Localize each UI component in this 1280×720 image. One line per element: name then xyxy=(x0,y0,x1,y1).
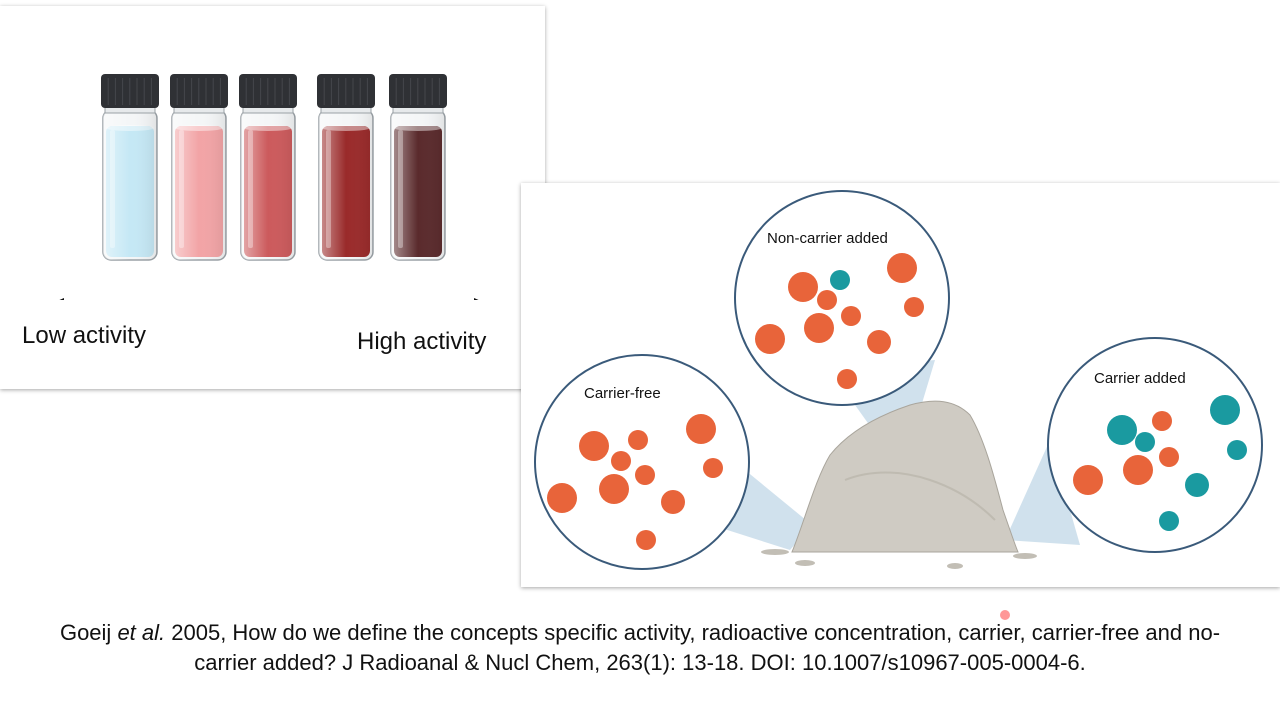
citation-authors: Goeij xyxy=(59,620,118,645)
radionuclide-particle xyxy=(837,369,857,389)
carrier-particle xyxy=(1159,511,1179,531)
vial-4 xyxy=(317,74,375,261)
radionuclide-particle xyxy=(841,306,861,326)
arrow-left xyxy=(59,298,64,300)
low-activity-label: Low activity xyxy=(22,322,147,349)
radionuclide-particle xyxy=(636,530,656,550)
high-activity-label: High activity xyxy=(357,328,487,355)
carrier-particle xyxy=(1135,432,1155,452)
vial-1 xyxy=(101,74,159,261)
beam-carrier-added xyxy=(1005,440,1080,545)
radionuclide-particle xyxy=(887,253,917,283)
radionuclide-particle xyxy=(628,430,648,450)
citation-text: Goeij et al. 2005, How do we define the … xyxy=(40,618,1240,678)
radionuclide-particle xyxy=(1073,465,1103,495)
radionuclide-particle xyxy=(755,324,785,354)
radionuclide-particle xyxy=(661,490,685,514)
citation-body: 2005, How do we define the concepts spec… xyxy=(165,620,1221,675)
radionuclide-particle xyxy=(817,290,837,310)
radionuclide-particle xyxy=(703,458,723,478)
radionuclide-particle xyxy=(904,297,924,317)
magnifier-carrier-added xyxy=(1047,337,1263,553)
carrier-particle xyxy=(830,270,850,290)
magnifier-non-carrier-added xyxy=(734,190,950,406)
pointer-cursor-icon xyxy=(1000,610,1010,620)
carrier-particle xyxy=(1107,415,1137,445)
carrier-particle xyxy=(1210,395,1240,425)
beam-carrier-free xyxy=(696,470,812,550)
carrier-added-title: Carrier added xyxy=(1094,370,1186,387)
vial-5 xyxy=(389,74,447,261)
vial-2 xyxy=(170,74,228,261)
radionuclide-particle xyxy=(599,474,629,504)
radionuclide-particle xyxy=(686,414,716,444)
carrier-particle xyxy=(1227,440,1247,460)
radionuclide-particle xyxy=(547,483,577,513)
rock-sample xyxy=(791,400,1019,553)
radionuclide-particle xyxy=(1159,447,1179,467)
citation-etal: et al. xyxy=(117,620,166,645)
radionuclide-particle xyxy=(635,465,655,485)
magnifier-carrier-free xyxy=(534,354,750,570)
radionuclide-particle xyxy=(579,431,609,461)
vial-3 xyxy=(239,74,297,261)
carrier-free-title: Carrier-free xyxy=(584,385,661,402)
carrier-particle xyxy=(1185,473,1209,497)
radionuclide-particle xyxy=(804,313,834,343)
radionuclide-particle xyxy=(611,451,631,471)
arrow-right xyxy=(474,298,479,300)
radionuclide-particle xyxy=(1152,411,1172,431)
radionuclide-particle xyxy=(788,272,818,302)
radionuclide-particle xyxy=(1123,455,1153,485)
carrier-diagram-illustration xyxy=(534,190,1263,570)
vial-illustration xyxy=(59,74,479,300)
radionuclide-particle xyxy=(867,330,891,354)
non-carrier-added-title: Non-carrier added xyxy=(767,230,888,247)
